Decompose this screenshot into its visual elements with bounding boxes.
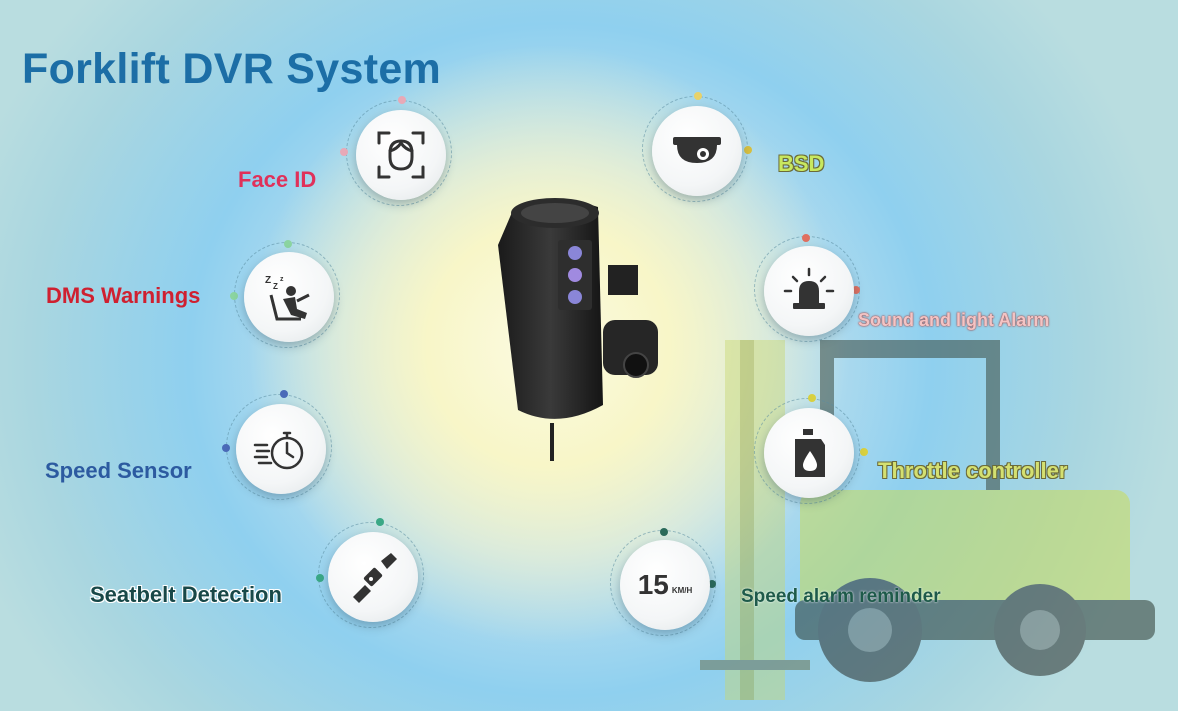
feature-speed-alarm-reminder: 15 KM/H — [610, 528, 716, 636]
label-seatbelt-detection: Seatbelt Detection — [90, 582, 282, 607]
feature-throttle-controller — [754, 394, 868, 504]
feature-dms-warnings: Z Z z — [230, 240, 340, 348]
stopwatch-icon — [253, 431, 304, 470]
label-speed-alarm-reminder: Speed alarm reminder — [741, 586, 941, 607]
svg-text:z: z — [280, 276, 284, 283]
label-sound-light-alarm: Sound and light Alarm — [858, 310, 1050, 330]
page-title: Forklift DVR System — [22, 45, 442, 93]
forklift-illustration — [700, 340, 1155, 700]
label-dms-warnings: DMS Warnings — [46, 283, 201, 308]
dvr-camera-image — [498, 198, 658, 461]
fuel-can-icon — [795, 429, 825, 477]
speed-limit-value: 15 — [637, 569, 669, 600]
feature-bsd — [642, 92, 752, 202]
feature-face-id — [340, 96, 452, 206]
drowsy-driver-icon: Z Z z — [265, 275, 310, 321]
face-scan-icon — [377, 131, 425, 179]
dome-camera-icon — [673, 137, 721, 163]
svg-text:Z: Z — [273, 282, 278, 291]
speed-limit-unit: KM/H — [671, 585, 693, 595]
alarm-light-icon — [783, 267, 835, 309]
svg-text:Z: Z — [265, 275, 271, 286]
feature-seatbelt-detection — [316, 518, 424, 628]
label-bsd: BSD — [778, 151, 825, 176]
feature-speed-sensor — [222, 390, 332, 500]
speed-limit-icon: 15 KM/H — [620, 540, 710, 630]
feature-sound-light-alarm — [754, 234, 860, 342]
label-face-id: Face ID — [238, 167, 317, 192]
label-speed-sensor: Speed Sensor — [45, 458, 192, 483]
label-throttle-controller: Throttle controller — [878, 458, 1068, 483]
seatbelt-buckle-icon — [353, 553, 397, 603]
